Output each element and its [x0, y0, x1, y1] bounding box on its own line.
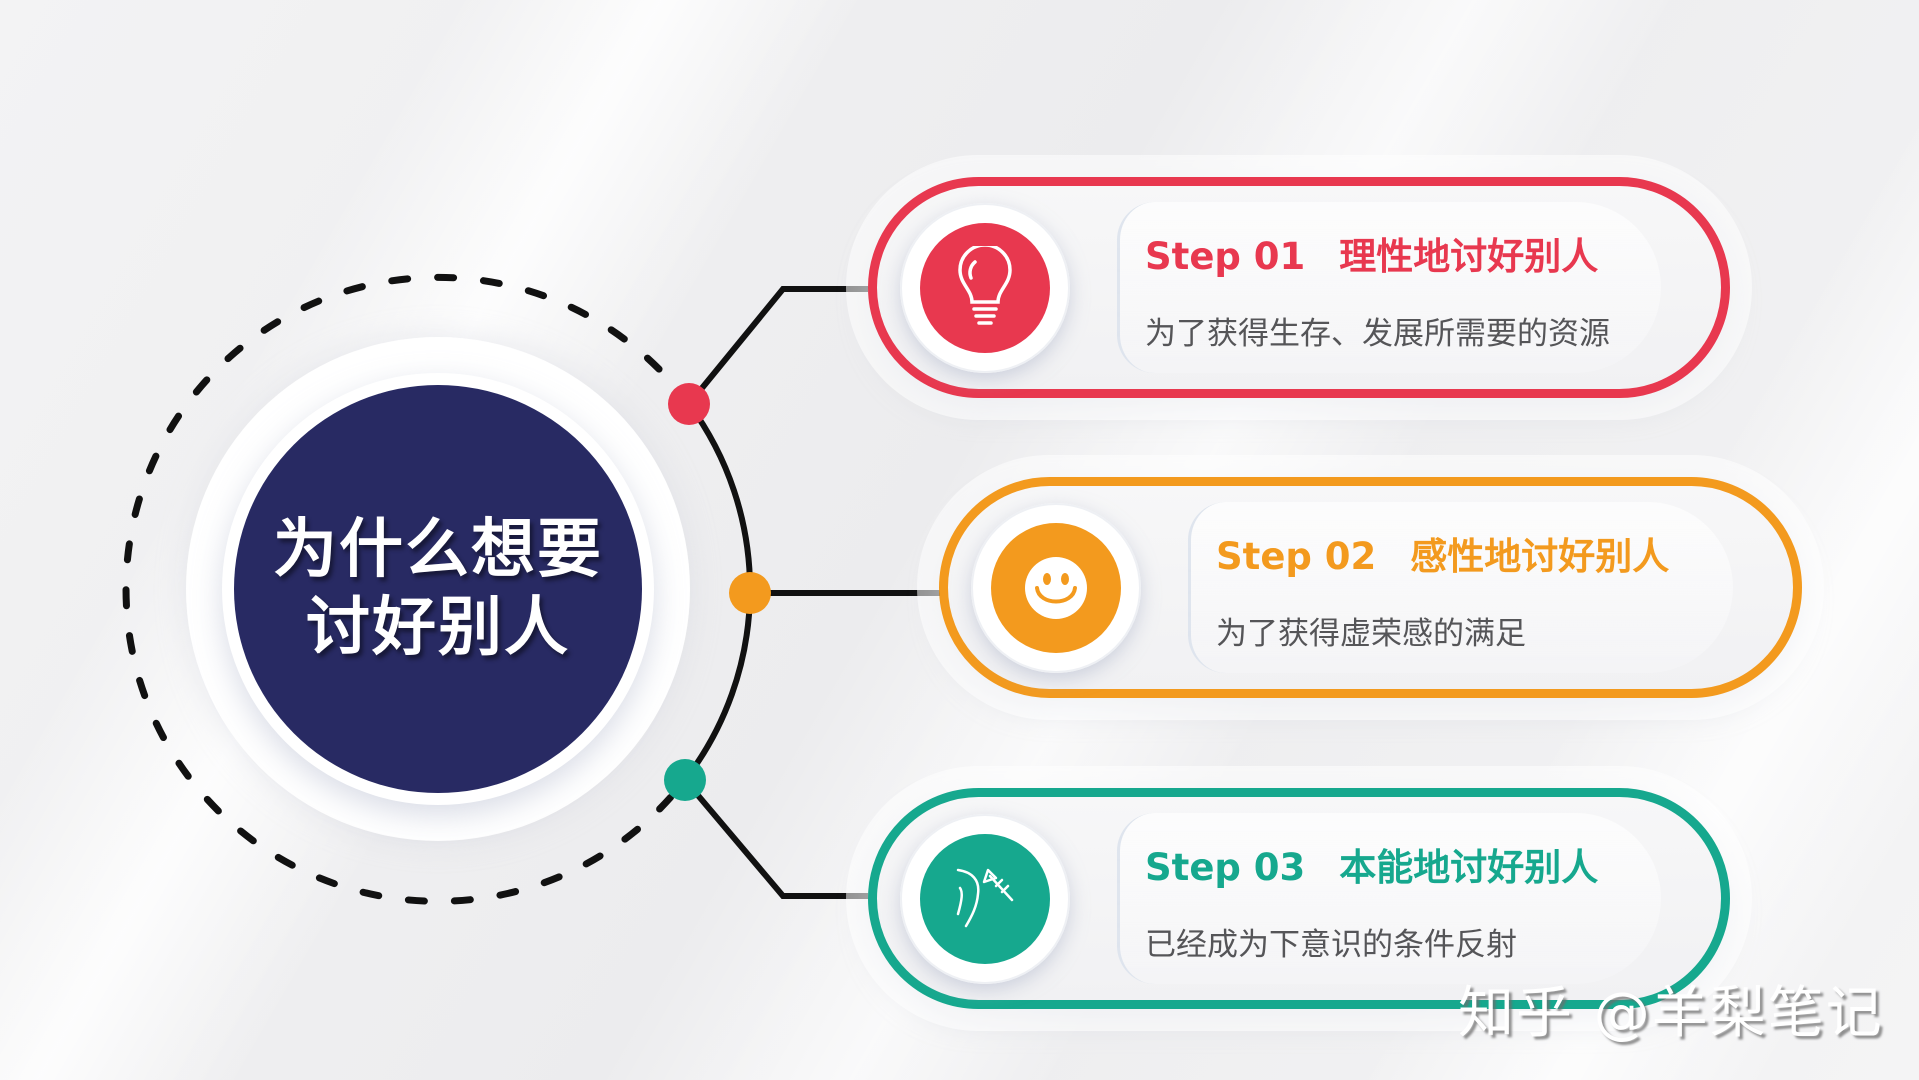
card-inner-panel [1188, 502, 1733, 673]
step-card-3: Step 03 本能地讨好别人 已经成为下意识的条件反射 [868, 788, 1730, 1009]
connector-line-step-3 [682, 778, 868, 899]
step-card-2: Step 02 感性地讨好别人 为了获得虚荣感的满足 [939, 477, 1802, 698]
connector-dot-step-2 [729, 572, 771, 614]
connector-line-step-1 [686, 286, 868, 406]
step-title: Step 03 本能地讨好别人 [1145, 837, 1598, 891]
hub-title-line-2: 讨好别人 [306, 591, 570, 665]
step-heading: 感性地讨好别人 [1410, 535, 1670, 578]
card-inner-panel [1117, 813, 1661, 984]
hub-circle: 为什么想要 讨好别人 [234, 385, 642, 793]
smiley-face-icon [1025, 557, 1087, 619]
step-heading: 本能地讨好别人 [1339, 846, 1599, 889]
smiley-eye [1043, 573, 1051, 585]
step-card-1: Step 01 理性地讨好别人 为了获得生存、发展所需要的资源 [868, 177, 1730, 398]
smiley-eye [1061, 573, 1069, 585]
dashed-ring [122, 273, 693, 905]
icon-disc [920, 223, 1050, 353]
step-label: Step 02 [1216, 535, 1377, 578]
watermark: 知乎 @羊梨笔记 [1458, 981, 1884, 1046]
icon-disc [920, 834, 1050, 964]
step-description: 为了获得生存、发展所需要的资源 [1145, 316, 1610, 352]
connector-dot-step-3 [664, 759, 706, 801]
icon-disc [991, 523, 1121, 653]
step-label: Step 03 [1145, 846, 1306, 889]
connector-dot-step-1 [668, 383, 710, 425]
step-description: 已经成为下意识的条件反射 [1145, 927, 1517, 963]
step-heading: 理性地讨好别人 [1339, 235, 1599, 278]
step-label: Step 01 [1145, 235, 1306, 278]
icon-ring [900, 814, 1070, 984]
step-title: Step 01 理性地讨好别人 [1145, 226, 1598, 280]
lightbulb-icon [958, 246, 1012, 325]
step-title: Step 02 感性地讨好别人 [1216, 526, 1669, 580]
knee-reflex-hammer-icon [956, 868, 1014, 928]
card-inner-panel [1117, 202, 1661, 373]
hub-title-line-1: 为什么想要 [273, 513, 603, 587]
step-description: 为了获得虚荣感的满足 [1216, 616, 1526, 652]
icon-ring [971, 503, 1141, 673]
icon-ring [900, 203, 1070, 373]
